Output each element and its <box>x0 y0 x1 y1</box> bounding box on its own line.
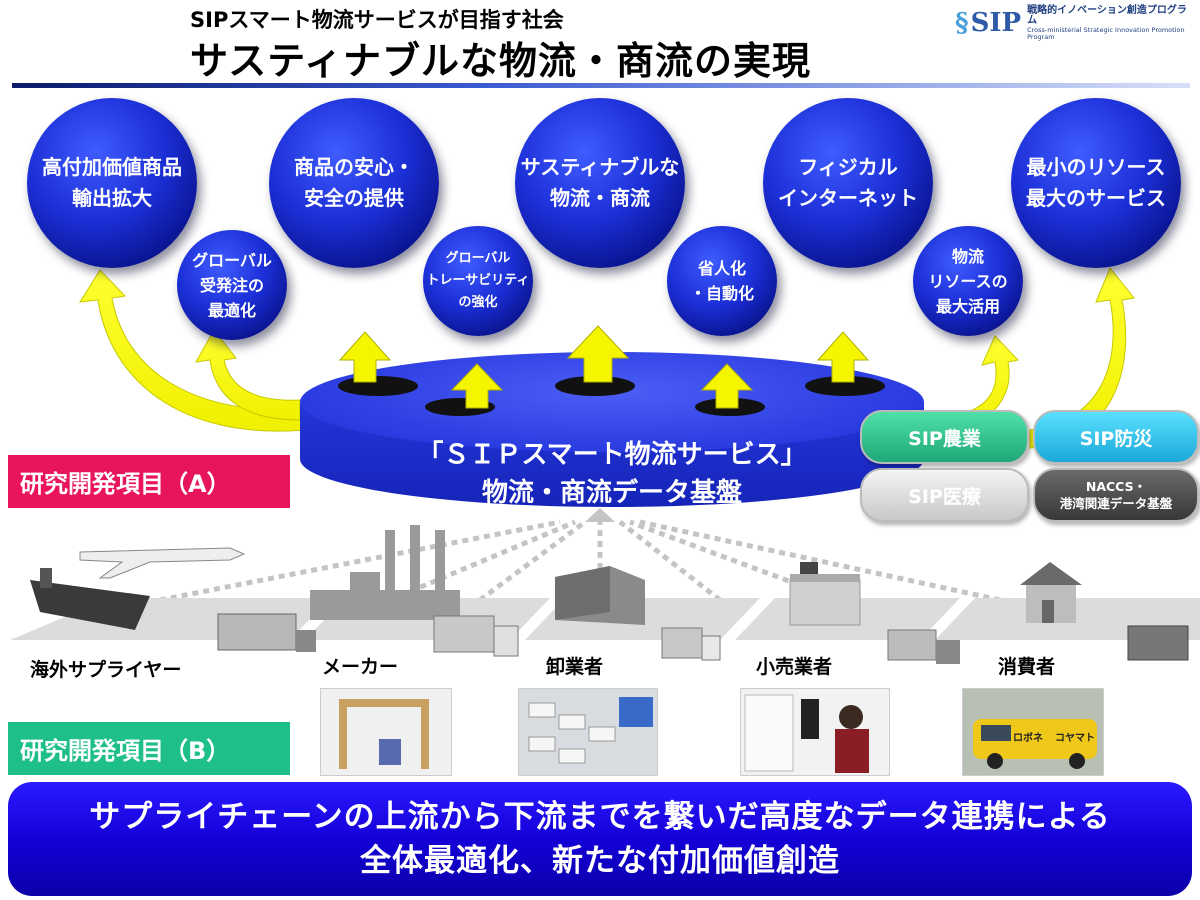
supply-chain-overseas-supplier: 海外サプライヤー <box>30 659 182 681</box>
logo-en-text: Cross-ministerial Strategic Innovation P… <box>1027 25 1185 41</box>
research-item-a-label: 研究開発項目（A） <box>8 455 290 508</box>
warehouse-icon <box>555 566 645 625</box>
goal-sphere-sustainable: サスティナブルな物流・商流 <box>515 98 685 268</box>
ship-icon <box>30 580 150 630</box>
page-subtitle: SIPスマート物流サービスが目指す社会 <box>190 8 564 32</box>
data-platform-label: 「ＳＩＰスマート物流サービス」 物流・商流データ基盤 <box>417 440 807 508</box>
header-divider <box>12 83 1190 88</box>
sip-medical-pill: SIP医療 <box>860 468 1029 522</box>
supply-chain-wholesaler: 卸業者 <box>546 656 604 678</box>
goal-sphere-resource-utilization: 物流リソースの最大活用 <box>913 226 1023 336</box>
photo-automated-warehouse-gate <box>320 688 452 776</box>
house-icon <box>1020 562 1082 623</box>
sip-logo: §SIP 戦略的イノベーション創造プログラム Cross-ministerial… <box>955 4 1195 41</box>
supply-chain-retailer: 小売業者 <box>756 656 833 678</box>
factory-icon <box>310 525 460 620</box>
page-title: サスティナブルな物流・商流の実現 <box>190 39 811 83</box>
photo-truck-yard <box>518 688 658 776</box>
naccs-port-data-pill: NACCS・港湾関連データ基盤 <box>1033 468 1199 522</box>
logo-jp-text: 戦略的イノベーション創造プログラム <box>1027 4 1187 27</box>
goal-sphere-export: 高付加価値商品輸出拡大 <box>27 98 197 268</box>
truck-icons <box>217 613 1189 664</box>
goal-sphere-safety: 商品の安心・安全の提供 <box>269 98 439 268</box>
store-icon <box>789 562 861 626</box>
sip-agriculture-pill: SIP農業 <box>860 410 1029 464</box>
supply-chain-consumer: 消費者 <box>998 656 1056 678</box>
goal-sphere-physical-internet: フィジカルインターネット <box>763 98 933 268</box>
sip-logo-mark: §SIP <box>955 8 1022 38</box>
photo-delivery-van: ロボネ コヤマト <box>962 688 1104 776</box>
airplane-icon <box>79 547 246 579</box>
goal-sphere-min-resource: 最小のリソース最大のサービス <box>1011 98 1181 268</box>
goal-sphere-automation: 省人化・自動化 <box>667 226 777 336</box>
supply-chain-manufacturer: メーカー <box>322 656 399 678</box>
goal-sphere-global-ordering: グローバル受発注の最適化 <box>177 230 287 340</box>
goal-sphere-traceability: グローバルトレーサビリティの強化 <box>423 226 533 336</box>
bottom-message-banner: サプライチェーンの上流から下流までを繋いだ高度なデータ連携による 全体最適化、新… <box>8 782 1192 896</box>
van-brand-right-text: コヤマト <box>1055 733 1095 744</box>
van-brand-left-text: ロボネ <box>1013 733 1043 744</box>
photo-retail-terminal <box>740 688 890 776</box>
research-item-b-label: 研究開発項目（B） <box>8 722 290 775</box>
sip-disaster-pill: SIP防災 <box>1033 410 1199 464</box>
